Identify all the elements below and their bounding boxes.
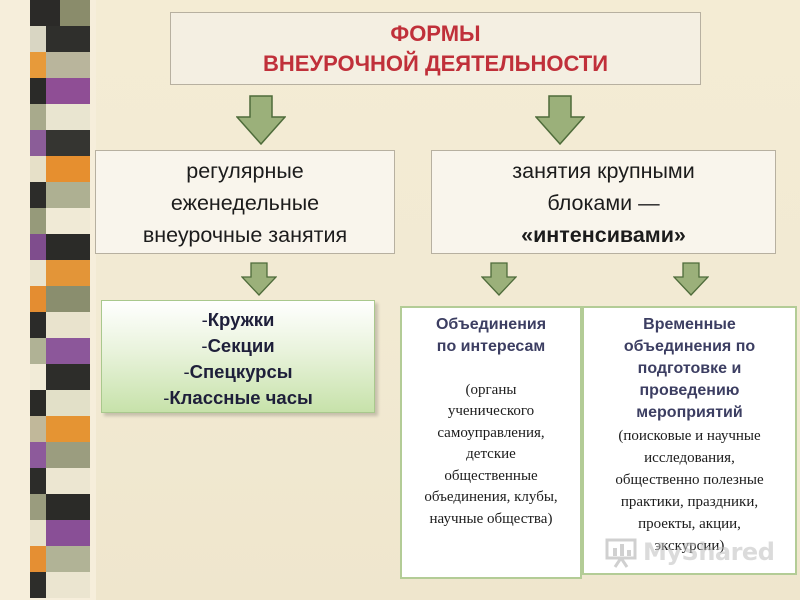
stripe [46, 364, 90, 390]
stripe [46, 234, 90, 260]
temporary-body-line: (поисковые и научные [588, 426, 791, 448]
stripe [46, 442, 90, 468]
stripe [46, 338, 90, 364]
stripe [46, 156, 90, 182]
temporary-heading-line: объединения по [588, 336, 791, 358]
list-item: -Классные часы [102, 385, 374, 411]
stripe [46, 182, 90, 208]
diagram-title-box: ФОРМЫ ВНЕУРОЧНОЙ ДЕЯТЕЛЬНОСТИ [170, 12, 701, 85]
regular-line-3: внеурочные занятия [96, 219, 394, 251]
stripe [46, 260, 90, 286]
stripe [46, 520, 90, 546]
down-arrow-icon [236, 95, 286, 145]
stripe [46, 26, 90, 52]
stripe [46, 312, 90, 338]
list-item: -Кружки [102, 307, 374, 333]
stripe [46, 494, 90, 520]
stripe [46, 572, 90, 598]
stripe [46, 130, 90, 156]
regular-line-2: еженедельные [96, 187, 394, 219]
down-arrow-icon [481, 262, 517, 296]
regular-line-1: регулярные [96, 155, 394, 187]
stripe [46, 208, 90, 234]
down-arrow-icon [241, 262, 277, 296]
temporary-heading-line: подготовке и [588, 358, 791, 380]
associations-body-line: детские [406, 444, 576, 466]
temporary-body-line: общественно полезные [588, 470, 791, 492]
associations-body-line: общественные [406, 466, 576, 488]
temporary-body-line: исследования, [588, 448, 791, 470]
temporary-body-line: практики, праздники, [588, 492, 791, 514]
intensive-activities-box: занятия крупными блоками — «интенсивами» [431, 150, 776, 254]
title-line-2: ВНЕУРОЧНОЙ ДЕЯТЕЛЬНОСТИ [171, 51, 700, 77]
watermark: MyShared [605, 532, 765, 570]
temporary-heading-line: Временные [588, 314, 791, 336]
interest-associations-box: Объединения по интересам (органы учениче… [400, 306, 582, 579]
stripe [46, 286, 90, 312]
stripe [46, 390, 90, 416]
regular-activities-box: регулярные еженедельные внеурочные занят… [95, 150, 395, 254]
title-line-1: ФОРМЫ [171, 21, 700, 47]
list-item: -Спецкурсы [102, 359, 374, 385]
stripe [46, 468, 90, 494]
associations-heading-2: по интересам [406, 336, 576, 358]
associations-body-line: объединения, клубы, [406, 487, 576, 509]
watermark-text: MyShared [643, 538, 774, 566]
stripe [46, 78, 90, 104]
temporary-heading-line: мероприятий [588, 402, 791, 424]
associations-heading-1: Объединения [406, 314, 576, 336]
presentation-icon [605, 538, 639, 568]
stripe [46, 52, 90, 78]
stripe [60, 0, 90, 26]
intensive-line-2: блоками — [432, 187, 775, 219]
temporary-heading-line: проведению [588, 380, 791, 402]
intensive-line-3: «интенсивами» [432, 219, 775, 251]
down-arrow-icon [535, 95, 585, 145]
associations-body-line: самоуправления, [406, 423, 576, 445]
decorative-stripe-band [0, 0, 96, 600]
intensive-line-1: занятия крупными [432, 155, 775, 187]
stripe [46, 416, 90, 442]
list-item: -Секции [102, 333, 374, 359]
associations-body-line: (органы [406, 380, 576, 402]
stripe [46, 546, 90, 572]
associations-body-line: научные общества) [406, 509, 576, 531]
stripe [46, 104, 90, 130]
regular-forms-list: -Кружки -Секции -Спецкурсы -Классные час… [101, 300, 375, 413]
down-arrow-icon [673, 262, 709, 296]
associations-body-line: ученического [406, 401, 576, 423]
